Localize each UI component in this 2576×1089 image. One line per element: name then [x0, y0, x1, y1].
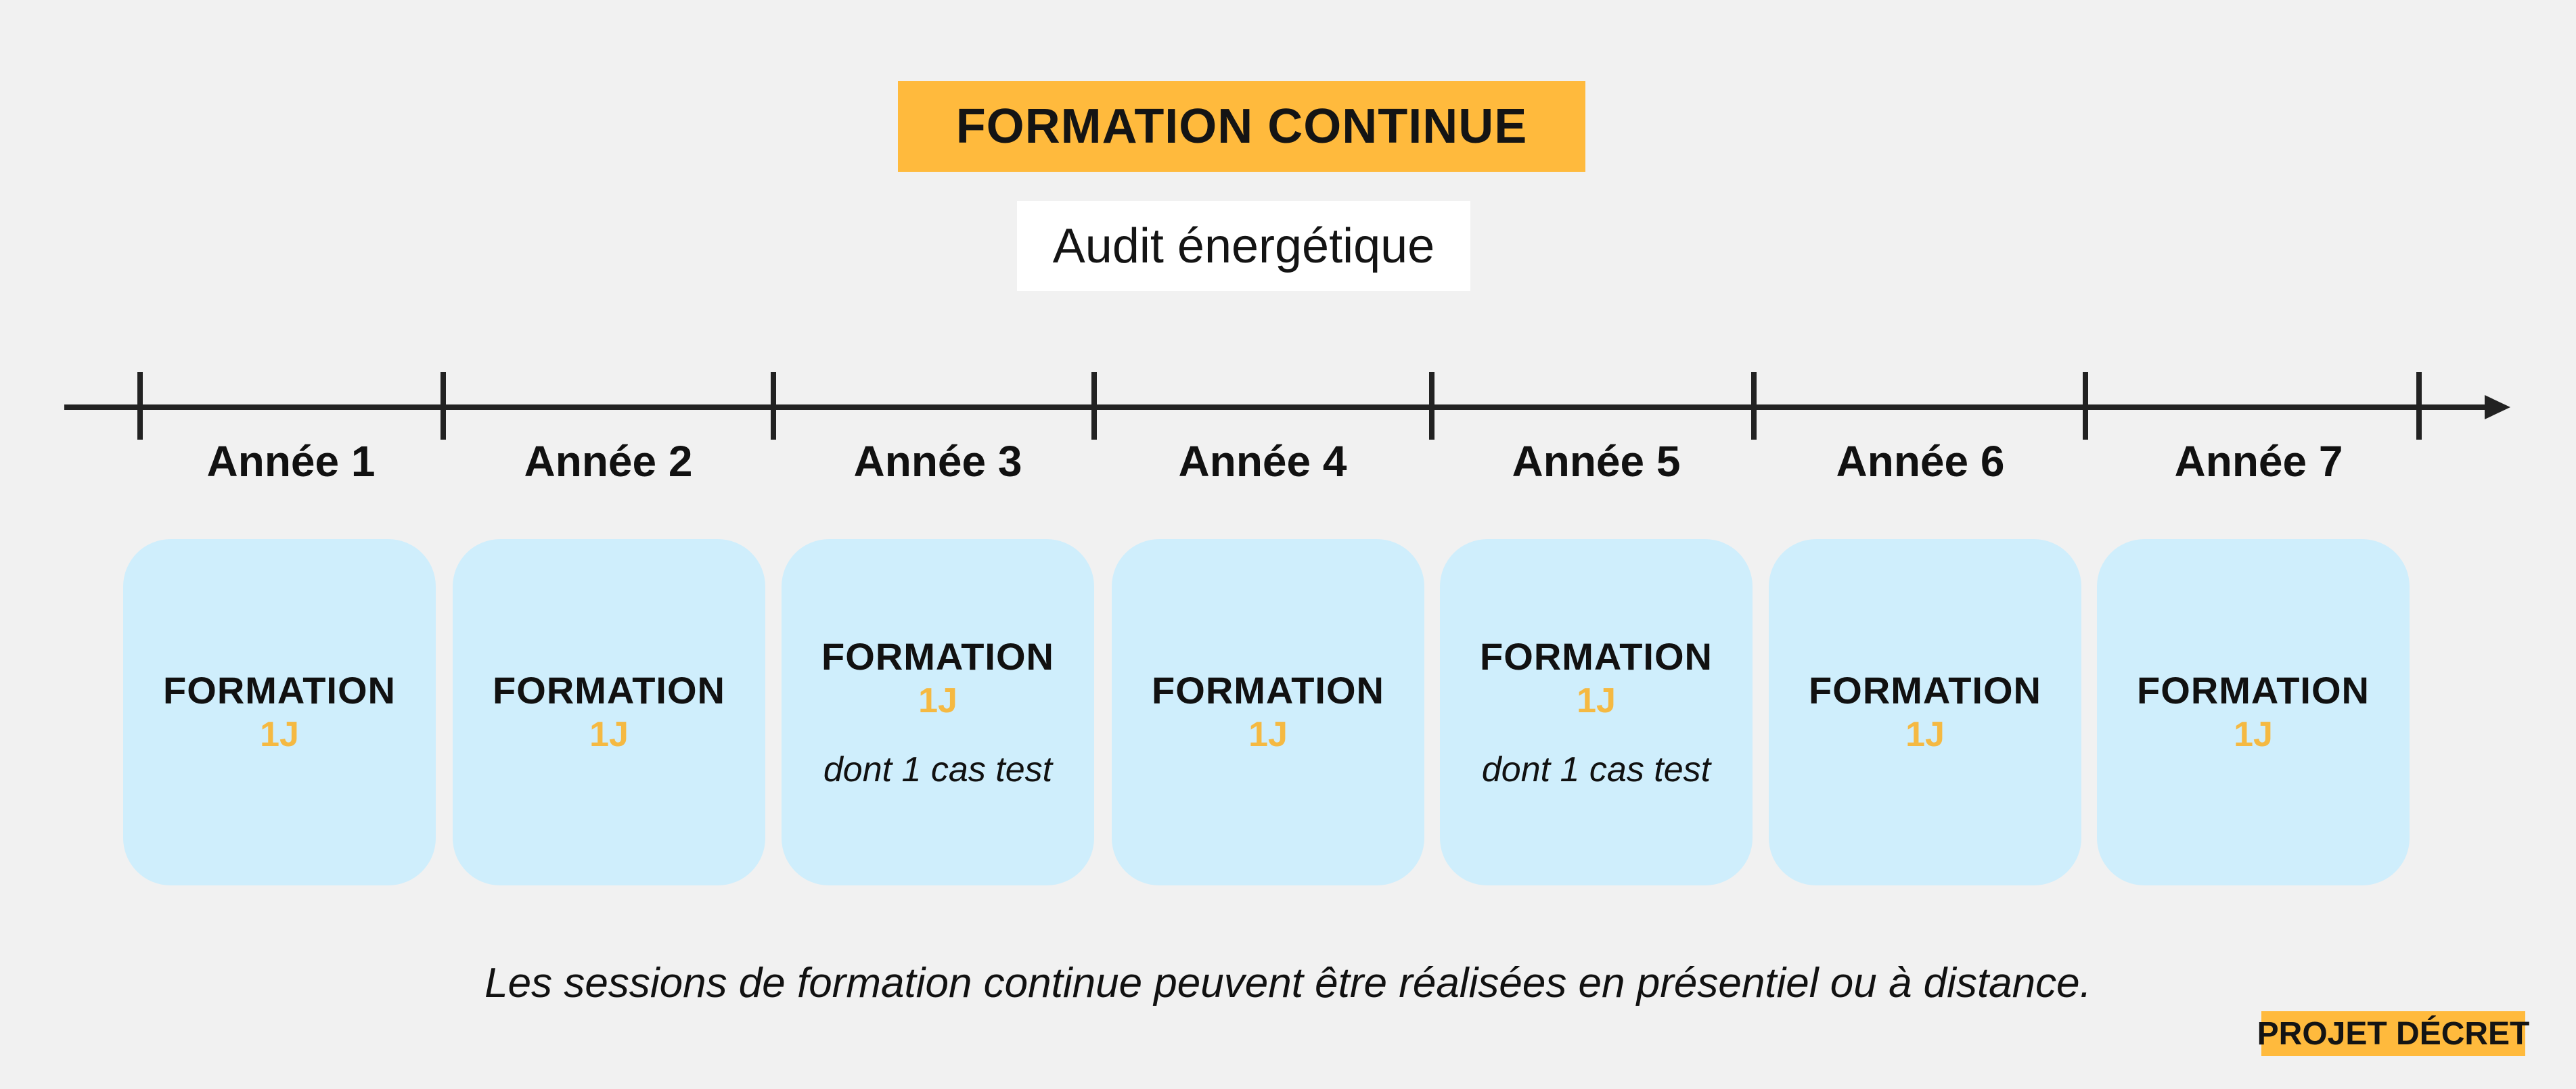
timeline-arrow-head — [2485, 395, 2510, 419]
training-card-6: FORMATION 1J — [1769, 539, 2081, 885]
card-duration: 1J — [1248, 715, 1288, 754]
project-badge: PROJET DÉCRET — [2257, 1011, 2529, 1056]
card-duration: 1J — [1577, 681, 1616, 720]
card-duration: 1J — [260, 715, 299, 754]
training-card-4: FORMATION 1J — [1112, 539, 1424, 885]
card-title: FORMATION — [821, 635, 1054, 678]
timeline — [64, 372, 2510, 440]
card-note: dont 1 cas test — [823, 750, 1053, 789]
footnote: Les sessions de formation continue peuve… — [484, 960, 2092, 1006]
training-card-3: FORMATION 1J dont 1 cas test — [782, 539, 1094, 885]
year-label-4: Année 4 — [1178, 437, 1347, 486]
year-label-3: Année 3 — [853, 437, 1022, 486]
training-card-1: FORMATION 1J — [123, 539, 436, 885]
training-card-2: FORMATION 1J — [453, 539, 765, 885]
card-duration: 1J — [589, 715, 629, 754]
card-title: FORMATION — [2137, 669, 2370, 712]
year-label-7: Année 7 — [2174, 437, 2343, 486]
card-title: FORMATION — [163, 669, 396, 712]
card-duration: 1J — [1905, 715, 1945, 754]
card-duration: 1J — [2234, 715, 2273, 754]
year-label-5: Année 5 — [1512, 437, 1681, 486]
training-card-7: FORMATION 1J — [2097, 539, 2410, 885]
subtitle-box: Audit énergétique — [1017, 201, 1470, 291]
year-label-6: Année 6 — [1836, 437, 2005, 486]
training-card-5: FORMATION 1J dont 1 cas test — [1440, 539, 1753, 885]
year-label-2: Année 2 — [524, 437, 693, 486]
card-title: FORMATION — [493, 669, 725, 712]
card-title: FORMATION — [1480, 635, 1713, 678]
card-note: dont 1 cas test — [1481, 750, 1711, 789]
title-banner: FORMATION CONTINUE — [898, 81, 1585, 172]
card-duration: 1J — [918, 681, 957, 720]
year-label-1: Année 1 — [206, 437, 376, 486]
card-title: FORMATION — [1152, 669, 1384, 712]
card-title: FORMATION — [1809, 669, 2041, 712]
